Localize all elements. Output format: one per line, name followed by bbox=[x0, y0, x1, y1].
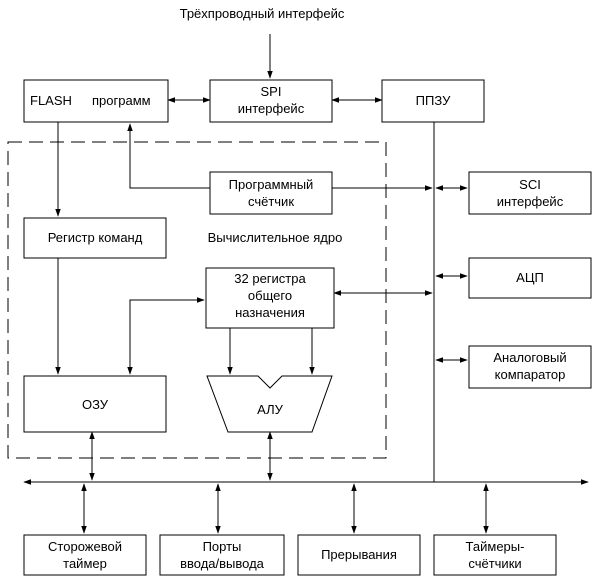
spi-label-1: SPI bbox=[261, 84, 282, 99]
computing-core-boundary bbox=[7, 141, 387, 459]
timers-label-2: счётчики bbox=[468, 556, 521, 571]
alu-block: АЛУ bbox=[206, 375, 333, 433]
regs-ozu-arrow bbox=[127, 297, 205, 375]
spi-label-2: интерфейс bbox=[238, 101, 305, 116]
regs-label-1: 32 регистра bbox=[234, 271, 306, 286]
pc-label-1: Программный bbox=[229, 177, 314, 192]
flash-sublabel: программ bbox=[92, 93, 151, 108]
sci-label-2: интерфейс bbox=[497, 194, 564, 209]
wdt-label-2: таймер bbox=[63, 556, 107, 571]
adc-label: АЦП bbox=[516, 270, 544, 285]
sci-block: SCI интерфейс bbox=[468, 171, 592, 215]
sci-label-1: SCI bbox=[519, 177, 541, 192]
timers-counters-block: Таймеры- счётчики bbox=[433, 534, 557, 576]
wdt-label-1: Сторожевой bbox=[48, 539, 122, 554]
regs-label-3: назначения bbox=[235, 305, 305, 320]
ozu-block: ОЗУ bbox=[23, 375, 167, 433]
alu-label: АЛУ bbox=[257, 402, 283, 417]
ppzu-block: ППЗУ bbox=[381, 79, 485, 123]
comparator-label-1: Аналоговый bbox=[493, 350, 566, 365]
ports-label-1: Порты bbox=[203, 539, 242, 554]
pc-label-2: счётчик bbox=[248, 194, 294, 209]
flash-label: FLASH bbox=[30, 93, 72, 108]
instruction-register-block: Регистр команд bbox=[23, 217, 167, 259]
flash-block: FLASH программ bbox=[23, 79, 169, 123]
ir-label: Регистр команд bbox=[48, 230, 143, 245]
regs-label-2: общего bbox=[248, 288, 292, 303]
irq-label: Прерывания bbox=[321, 547, 397, 562]
three-wire-interface-label: Трёхпроводный интерфейс bbox=[180, 6, 345, 21]
adc-block: АЦП bbox=[468, 257, 592, 299]
pc-flash-arrow bbox=[127, 123, 210, 189]
timers-label-1: Таймеры- bbox=[466, 539, 525, 554]
ozu-label: ОЗУ bbox=[82, 397, 109, 412]
comparator-label-2: компаратор bbox=[495, 367, 566, 382]
io-ports-block: Порты ввода/вывода bbox=[159, 534, 285, 576]
program-counter-block: Программный счётчик bbox=[209, 171, 333, 215]
analog-comparator-block: Аналоговый компаратор bbox=[468, 345, 592, 389]
ports-label-2: ввода/вывода bbox=[180, 556, 265, 571]
interrupts-block: Прерывания bbox=[297, 534, 421, 576]
watchdog-timer-block: Сторожевой таймер bbox=[23, 534, 147, 576]
general-registers-block: 32 регистра общего назначения bbox=[205, 267, 335, 329]
ppzu-label: ППЗУ bbox=[416, 93, 451, 108]
computing-core-label: Вычислительное ядро bbox=[208, 230, 343, 245]
spi-block: SPI интерфейс bbox=[209, 79, 333, 123]
